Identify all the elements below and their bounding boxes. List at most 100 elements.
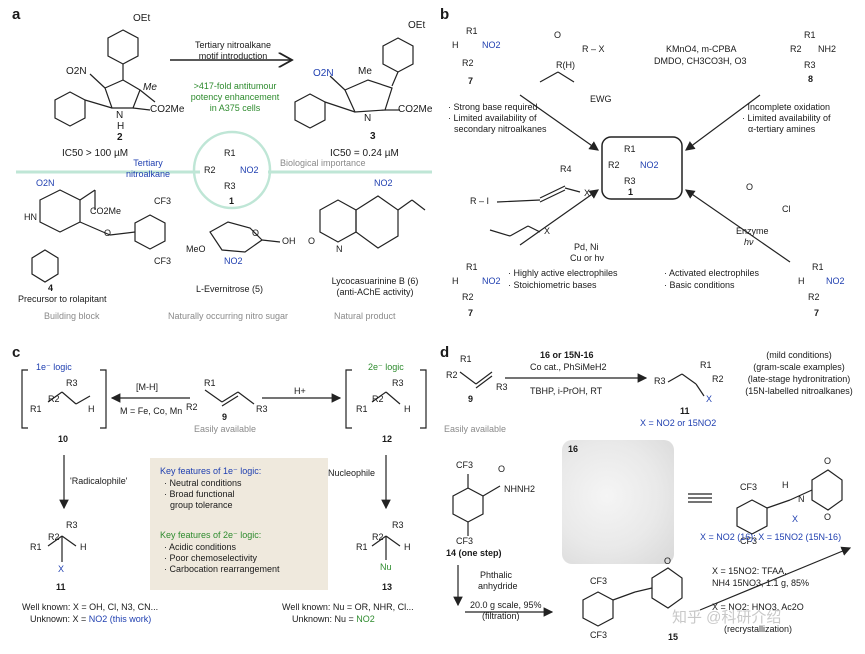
- center-r1: R1: [224, 148, 236, 158]
- b7-bl-no2: NO2: [482, 276, 501, 286]
- comp2-pyrrolidine: [104, 79, 141, 109]
- kf2-item-1: · Acidic conditions: [164, 542, 237, 552]
- c-mh: [M-H]: [136, 382, 158, 392]
- center-no2: NO2: [240, 165, 259, 175]
- comp5-meo: MeO: [186, 244, 206, 254]
- c11-h: H: [80, 542, 87, 552]
- comp5-o: O: [252, 228, 260, 238]
- c-radicalophile: 'Radicalophile': [70, 476, 128, 486]
- b-arrow-tr: [685, 94, 761, 151]
- d-x-def: X = NO2 or 15NO2: [640, 418, 717, 428]
- comp3-number: 3: [370, 131, 376, 142]
- comp5-label: L-Evernitrose (5): [196, 284, 264, 294]
- b7-tl-no2: NO2: [482, 40, 501, 50]
- c-metals: M = Fe, Co, Mn: [120, 406, 183, 416]
- b-ewg: EWG: [590, 94, 612, 104]
- comp3-o2n: O2N: [313, 68, 334, 79]
- d9-easily: Easily available: [444, 424, 507, 434]
- kf1-title: Key features of 1e⁻ logic:: [160, 466, 262, 476]
- comp6-label-1: Lycocasuarinine B (6): [331, 276, 419, 286]
- d11-r3: R3: [654, 376, 666, 386]
- d9-r2: R2: [446, 370, 458, 380]
- b7-br-no2: NO2: [826, 276, 845, 286]
- d9-num: 9: [468, 394, 474, 404]
- d16-cf3-top: CF3: [740, 482, 758, 492]
- b-bl-note-2: · Stoichiometric bases: [508, 280, 597, 290]
- d-reagent-1: 16 or 15N-16: [540, 350, 594, 360]
- d-reagent-3: TBHP, i-PrOH, RT: [530, 386, 603, 396]
- c12-r2: R2: [372, 394, 384, 404]
- b-arrow-br: [685, 189, 791, 263]
- comp4-o2n: O2N: [36, 178, 55, 188]
- comp6-no2: NO2: [374, 178, 393, 188]
- b7-tl-r2: R2: [462, 58, 474, 68]
- b8-r3: R3: [804, 60, 816, 70]
- ic50-right: IC50 = 0.24 µM: [330, 148, 399, 159]
- comp4-label: Precursor to rolapitant: [18, 294, 107, 304]
- b-right-note-2: · Limited availability of: [742, 113, 831, 123]
- bio-importance: Biological importance: [280, 158, 366, 168]
- comp2-o2n: O2N: [66, 66, 87, 77]
- b7-br-h: H: [798, 276, 805, 286]
- b-alkyne-x: X: [584, 188, 591, 198]
- compound-16-photo: [562, 440, 674, 564]
- center-r3: R3: [224, 181, 236, 191]
- d16-h: H: [782, 480, 789, 490]
- bracket-10-right: [100, 369, 107, 429]
- d9-r1: R1: [460, 354, 472, 364]
- d-phthalic-2: anhydride: [478, 581, 518, 591]
- comp2-h: H: [117, 121, 125, 132]
- comp16-phthalimide: [811, 469, 843, 511]
- potency-line1: >417-fold antitumour: [193, 81, 277, 91]
- comp2-phenyl: [54, 91, 86, 127]
- c13-r1: R1: [356, 542, 368, 552]
- b7-bl-r1: R1: [466, 262, 478, 272]
- panel-a-graphics: [16, 29, 432, 283]
- b-catalysis-2: Cu or hν: [570, 253, 605, 263]
- potency-line3: in A375 cells: [209, 103, 261, 113]
- tertiary-label-1: Tertiary: [133, 158, 163, 168]
- c11-r3: R3: [66, 520, 78, 530]
- c-unknown-right: Unknown: Nu = NO2: [292, 614, 375, 625]
- c10-num: 10: [58, 434, 69, 444]
- b-bl-note-1: · Highly active electrophiles: [508, 268, 618, 278]
- b-center-no2: NO2: [640, 160, 659, 170]
- c11-num: 11: [56, 582, 66, 592]
- c-unknown-right-hl: NO2: [356, 614, 375, 624]
- c9-easily: Easily available: [194, 424, 257, 434]
- d-nitration-2: NH4 15NO3, 1.1 g, 85%: [712, 578, 810, 588]
- c12-h: H: [404, 404, 411, 414]
- b8-num: 8: [808, 74, 814, 84]
- kf1-item-1: · Neutral conditions: [164, 478, 242, 488]
- c-hplus: H+: [294, 386, 306, 396]
- b-carbonyl-rh: R(H): [556, 60, 575, 70]
- b-r4: R4: [560, 164, 572, 174]
- d-phthalic-4: (filtration): [482, 611, 520, 621]
- center-r2: R2: [204, 165, 216, 175]
- b7-bl-h: H: [452, 276, 459, 286]
- d-feature-3: (late-stage hydronitration): [747, 374, 851, 384]
- c-known-left: Well known: X = OH, Cl, N3, CN...: [22, 602, 159, 612]
- d14-label-text: 14 (one step): [446, 548, 502, 558]
- kf1-item-3: group tolerance: [170, 500, 233, 510]
- b7-tl-num: 7: [468, 76, 474, 86]
- panel-c-letter: c: [12, 344, 21, 361]
- b-enzyme-2: hν: [744, 237, 754, 247]
- d-nitration-4: (recrystallization): [724, 624, 793, 634]
- arrow-top-text: Tertiary nitroalkane: [194, 40, 272, 50]
- c9-r3: R3: [256, 404, 268, 414]
- b-right-note-3: α-tertiary amines: [748, 124, 816, 134]
- d-reagent-2: Co cat., PhSiMeH2: [530, 362, 607, 372]
- comp2-nh: N: [116, 110, 124, 121]
- c-unknown-right-pre: Unknown: Nu =: [292, 614, 357, 624]
- b-arrow-tl: [519, 94, 599, 151]
- b-right-note-1: · Incomplete oxidation: [742, 102, 831, 112]
- bracket-10-left: [21, 369, 28, 429]
- d14-nhnh2: NHNH2: [504, 484, 536, 494]
- d-feature-2: (gram-scale examples): [753, 362, 845, 372]
- comp6-n: N: [336, 244, 343, 254]
- b-allyl-x: X: [544, 226, 551, 236]
- comp3-aryl-ring: [382, 37, 414, 73]
- comp4-o: O: [104, 228, 112, 238]
- c-nucleophile: Nucleophile: [328, 468, 376, 478]
